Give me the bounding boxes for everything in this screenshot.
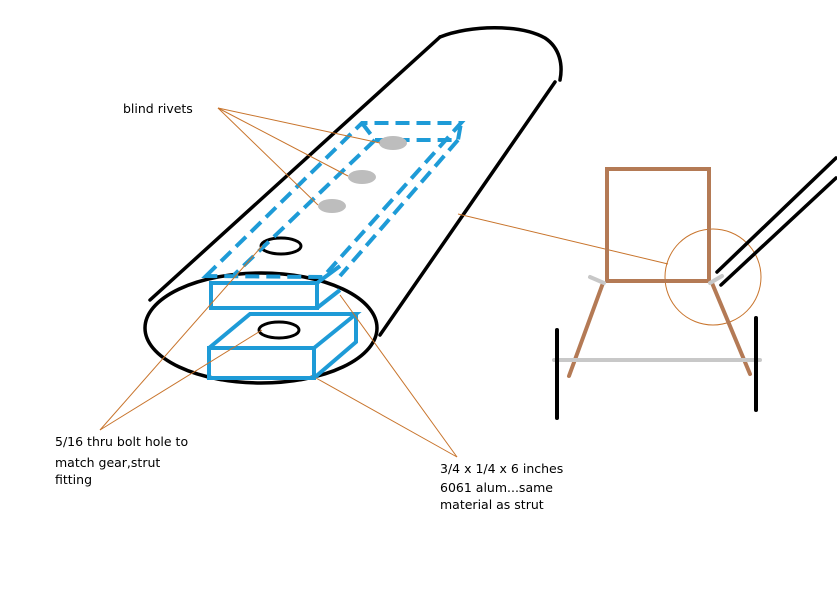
tube-bottom-edge: [378, 80, 557, 337]
material-label-line-2: 6061 alum...same: [440, 480, 553, 495]
blind-rivets-label: blind rivets: [123, 101, 193, 116]
rivet-leader-2: [217, 107, 349, 177]
bolt-hole-lower: [257, 320, 301, 340]
left-fitting: [588, 275, 606, 285]
tube-far-end-cap: [438, 26, 563, 82]
left-strut: [567, 281, 605, 378]
tube-line-1: [715, 156, 837, 274]
fuselage-box: [605, 167, 711, 283]
bolt-hole-leader-2: [99, 329, 263, 431]
rivet-2: [348, 170, 376, 184]
tube-line-2: [719, 176, 837, 287]
hidden-spacer-bar: [201, 121, 466, 280]
spacer-bars: [201, 121, 466, 380]
lower-spacer-bar: [207, 312, 362, 380]
detail-leader: [457, 213, 669, 265]
right-fitting: [708, 274, 724, 285]
rivet-leader-1: [217, 107, 381, 144]
upper-spacer-bar: [209, 264, 342, 310]
rivet-1: [379, 136, 407, 150]
tube-top-edge: [148, 35, 442, 302]
rivet-3: [318, 199, 346, 213]
bolt-hole-label-line-2: match gear,strut: [55, 455, 160, 470]
rivets: [318, 136, 407, 213]
material-label-line-3: material as strut: [440, 497, 544, 512]
tube-end-ellipse: [143, 271, 379, 385]
leader-lines: [99, 107, 762, 458]
rivet-leader-3: [217, 107, 319, 206]
tube: [143, 26, 563, 385]
material-leader-2: [315, 377, 458, 458]
material-leader-1: [339, 294, 458, 458]
bolt-hole-leader-1: [99, 245, 263, 431]
gear-sketch: [552, 156, 837, 420]
bolt-hole-label-line-1: 5/16 thru bolt hole to: [55, 434, 188, 449]
detail-circle: [664, 228, 762, 326]
material-label-line-1: 3/4 x 1/4 x 6 inches: [440, 461, 563, 476]
bolt-hole-upper: [259, 236, 303, 256]
bolt-hole-label-line-3: fitting: [55, 472, 92, 487]
